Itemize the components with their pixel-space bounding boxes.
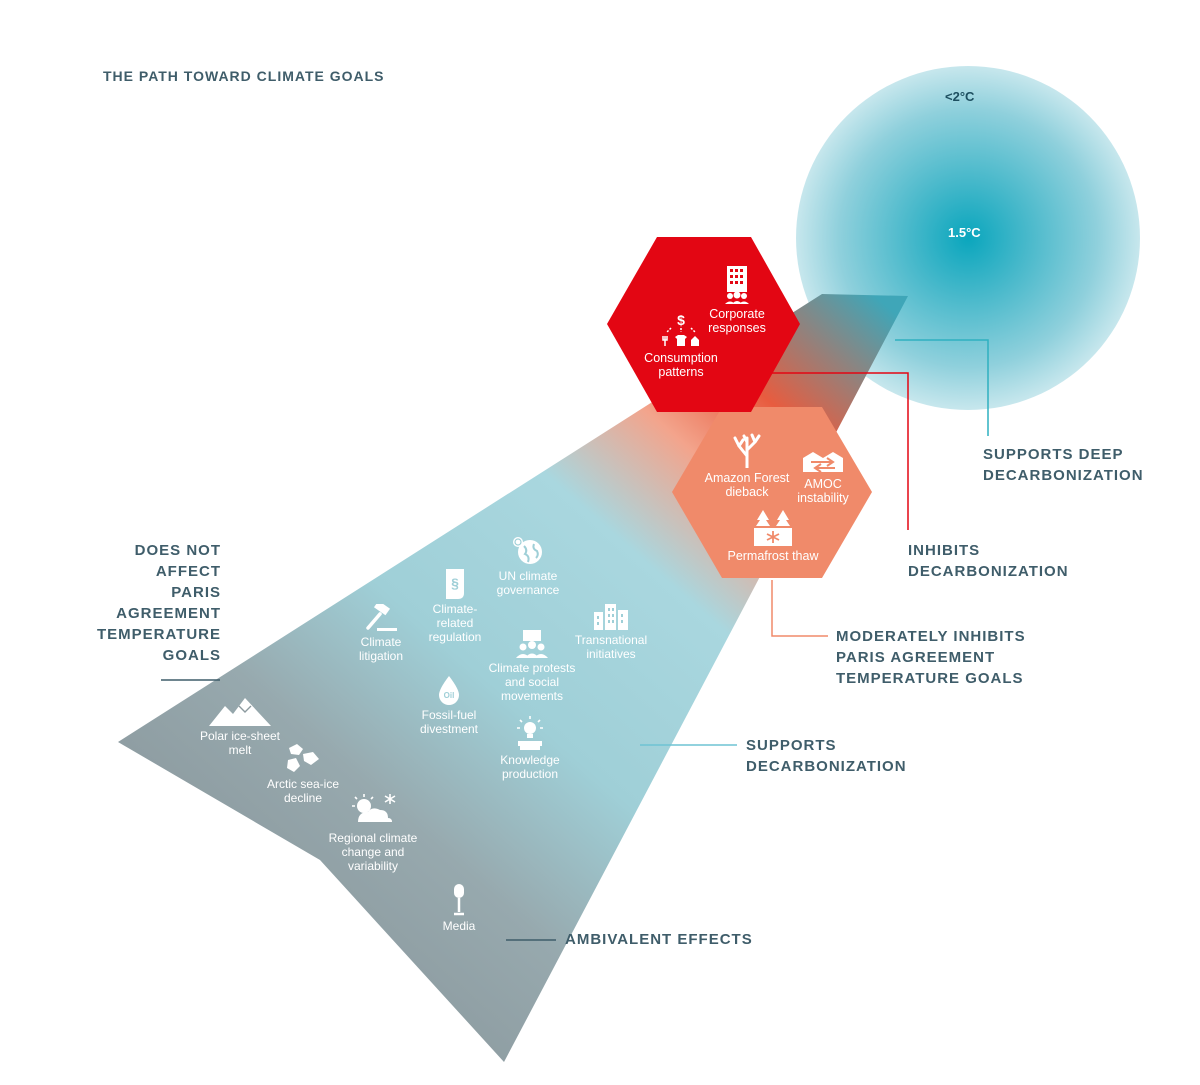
office-building-icon [725,266,749,304]
connector-inhibits [770,372,909,530]
node-polar-ice-sheet: Polar ice-sheet melt [188,698,292,757]
node-climate-protests: Climate protests and social movements [476,630,588,703]
node-climate-protests-label: Climate protests and social movements [488,661,576,703]
node-consumption-patterns: $ Consumption patterns [633,312,729,379]
consumption-icon: $ [662,312,699,346]
node-climate-regulation: § Climate- related regulation [414,569,496,644]
city-buildings-icon [594,604,628,630]
node-un-climate-governance: UN climate governance [483,536,573,597]
mountain-ice-icon [209,698,271,726]
permafrost-icon [754,510,792,546]
node-corporate-responses-label: Corporate responses [708,307,766,335]
node-climate-regulation-label: Climate- related regulation [428,602,482,644]
dead-tree-icon [733,433,761,468]
target-2c-label: <2°C [945,89,975,104]
node-knowledge-production-label: Knowledge production [500,753,560,781]
label-supports-decarbonization: SUPPORTS DECARBONIZATION [746,737,907,775]
node-transnational-initiatives-label: Transnational initiatives [574,633,648,661]
oil-glyph: Oil [444,691,455,700]
label-does-not-affect: DOES NOT AFFECT PARIS AGREEMENT TEMPERAT… [96,542,221,664]
node-climate-litigation-label: Climate litigation [358,635,404,663]
dollar-glyph: $ [677,312,685,328]
microphone-icon [454,884,464,916]
protest-people-icon [516,630,548,658]
globe-icon [513,537,542,564]
label-supports-deep-decarbonization: SUPPORTS DEEP DECARBONIZATION [983,446,1144,484]
node-arctic-sea-ice: Arctic sea-ice decline [253,744,353,805]
node-media-label: Media [442,919,476,933]
node-consumption-patterns-label: Consumption patterns [644,351,718,379]
node-corporate-responses: Corporate responses [697,266,777,335]
oil-drop-icon: Oil [439,676,459,705]
node-amoc-instability: AMOC instability [786,450,860,505]
label-inhibits-decarbonization: INHIBITS DECARBONIZATION [908,542,1069,580]
paragraph-glyph: § [451,575,459,591]
node-un-climate-governance-label: UN climate governance [496,569,560,597]
node-arctic-sea-ice-label: Arctic sea-ice decline [266,777,340,805]
gavel-icon [366,604,397,631]
moderate-hexagon [672,407,872,578]
node-regional-climate-change-label: Regional climate change and variability [328,831,418,873]
diagram-title: THE PATH TOWARD CLIMATE GOALS [103,68,385,84]
node-regional-climate-change: Regional climate change and variability [313,792,433,873]
node-permafrost-thaw-label: Permafrost thaw [727,549,819,563]
node-fossil-fuel-divestment-label: Fossil-fuel divestment [419,708,479,736]
node-permafrost-thaw: Permafrost thaw [715,508,831,563]
ice-floes-icon [287,744,319,772]
inhibits-hexagon [607,237,800,412]
target-1-5c-label: 1.5°C [948,225,981,240]
ocean-current-icon [803,452,843,473]
node-amoc-instability-label: AMOC instability [797,477,849,505]
node-climate-litigation: Climate litigation [342,604,420,663]
node-knowledge-production: Knowledge production [486,716,574,781]
node-fossil-fuel-divestment: Oil Fossil-fuel divestment [408,675,490,736]
label-moderately-inhibits: MODERATELY INHIBITS PARIS AGREEMENT TEMP… [836,628,1026,687]
label-ambivalent-effects: AMBIVALENT EFFECTS [565,931,753,948]
connector-moderately-inhibits [771,580,828,637]
node-polar-ice-sheet-label: Polar ice-sheet melt [199,729,281,757]
node-media: Media [428,884,490,933]
node-transnational-initiatives: Transnational initiatives [563,602,659,661]
node-amazon-dieback: Amazon Forest dieback [697,432,797,499]
connector-deep-decarbonization [895,339,989,436]
weather-sun-snow-icon [352,794,396,822]
paragraph-document-icon: § [446,569,464,599]
lightbulb-book-icon [517,716,543,750]
node-amazon-dieback-label: Amazon Forest dieback [704,471,790,499]
